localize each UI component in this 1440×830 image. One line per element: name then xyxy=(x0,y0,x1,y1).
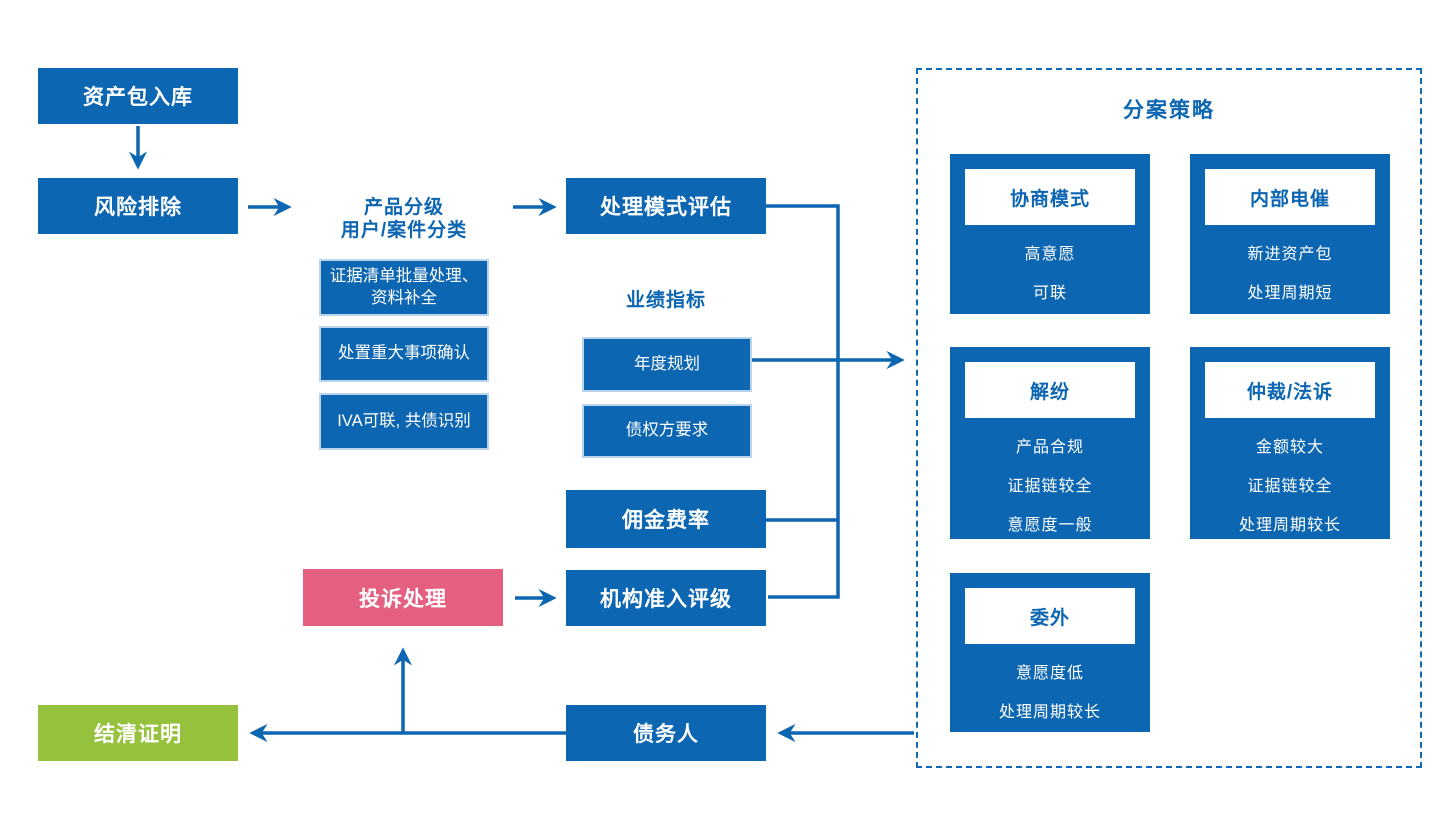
strategy-card-item: 产品合规 xyxy=(1015,438,1084,456)
treatment-mode-evaluation-box: 处理模式评估 xyxy=(566,178,766,234)
asset-package-intake-box: 资产包入库 xyxy=(38,68,238,124)
commission-rate-box: 佣金费率 xyxy=(566,490,766,548)
classification-step-evidence-box: 证据清单批量处理、资料补全 xyxy=(319,259,489,316)
strategy-card-item: 金额较大 xyxy=(1255,438,1324,456)
creditor-requirements-box: 债权方要求 xyxy=(582,404,752,458)
strategy-card-item: 可联 xyxy=(1032,284,1067,302)
connector-trunk xyxy=(766,204,840,599)
classification-step-major-matters-box: 处置重大事项确认 xyxy=(319,326,489,382)
strategy-card-title: 委外 xyxy=(965,588,1135,644)
debtor-box: 债务人 xyxy=(566,705,766,761)
strategy-card-item: 处理周期较长 xyxy=(998,703,1101,721)
agency-access-rating-box: 机构准入评级 xyxy=(566,570,766,626)
strategy-card-internal-telecollection: 内部电催 新进资产包 处理周期短 xyxy=(1190,154,1390,314)
strategy-card-item: 处理周期较长 xyxy=(1238,516,1341,534)
strategy-panel: 分案策略 协商模式 高意愿 可联 内部电催 新进资产包 处理周期短 解纷 产品合… xyxy=(916,68,1422,768)
risk-exclusion-box: 风险排除 xyxy=(38,178,238,234)
strategy-card-title: 协商模式 xyxy=(965,169,1135,225)
settlement-certificate-box: 结清证明 xyxy=(38,705,238,761)
classification-step-iva-box: IVA可联, 共债识别 xyxy=(319,393,489,450)
strategy-card-item: 证据链较全 xyxy=(1247,477,1333,495)
strategy-card-dispute-resolution: 解纷 产品合规 证据链较全 意愿度一般 xyxy=(950,347,1150,539)
strategy-panel-title: 分案策略 xyxy=(1123,99,1215,122)
strategy-card-title: 解纷 xyxy=(965,362,1135,418)
performance-metrics-label: 业绩指标 xyxy=(625,290,706,311)
annual-planning-box: 年度规划 xyxy=(582,337,752,392)
strategy-card-item: 意愿度一般 xyxy=(1007,516,1093,534)
strategy-card-item: 意愿度低 xyxy=(1015,664,1084,682)
strategy-card-title: 内部电催 xyxy=(1205,169,1375,225)
complaint-handling-box: 投诉处理 xyxy=(303,569,503,626)
strategy-card-item: 证据链较全 xyxy=(1007,477,1093,495)
strategy-card-negotiation: 协商模式 高意愿 可联 xyxy=(950,154,1150,314)
strategy-card-item: 处理周期短 xyxy=(1247,284,1333,302)
strategy-card-item: 高意愿 xyxy=(1024,245,1076,263)
product-classification-label: 产品分级 用户/案件分类 xyxy=(340,197,468,241)
strategy-card-item: 新进资产包 xyxy=(1247,245,1333,263)
strategy-card-arbitration-litigation: 仲裁/法诉 金额较大 证据链较全 处理周期较长 xyxy=(1190,347,1390,539)
strategy-card-title: 仲裁/法诉 xyxy=(1205,362,1375,418)
strategy-card-outsourcing: 委外 意愿度低 处理周期较长 xyxy=(950,573,1150,732)
